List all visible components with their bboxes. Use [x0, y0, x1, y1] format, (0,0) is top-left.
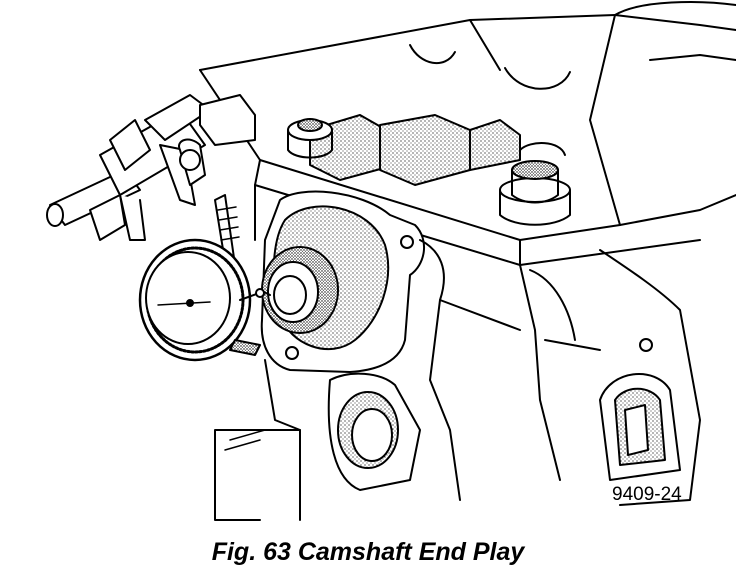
engine-block [215, 185, 700, 520]
dial-indicator [140, 195, 264, 360]
bearing-cap-left [310, 115, 520, 185]
camshaft-end [260, 247, 338, 333]
figure-code: 9409-24 [612, 484, 682, 505]
cap-bolt-right [500, 143, 570, 225]
figure-caption: Fig. 63 Camshaft End Play [211, 538, 525, 566]
valve-cover [590, 2, 736, 225]
indicator-mount [47, 95, 255, 240]
cap-bolt-left [288, 119, 332, 158]
